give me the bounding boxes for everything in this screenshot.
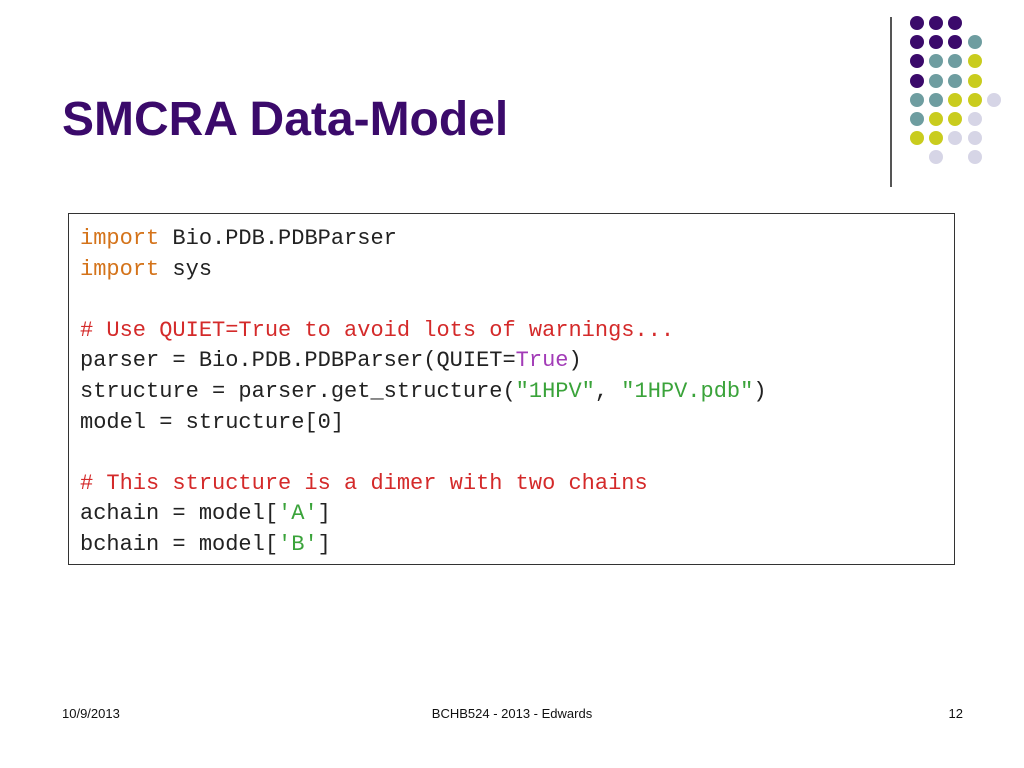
dot-icon (967, 92, 982, 107)
code-line: # Use QUIET=True to avoid lots of warnin… (80, 316, 954, 347)
dot-icon (910, 16, 924, 30)
code-token-keyword: import (80, 256, 160, 282)
code-token-plain: Bio.PDB.PDBParser (159, 226, 397, 251)
code-line: achain = model['A'] (80, 499, 954, 530)
dot-icon (967, 54, 982, 69)
code-token-plain: achain = model[ (80, 501, 279, 527)
dot-icon (929, 54, 944, 69)
code-line: import sys (80, 255, 954, 286)
dot-icon (910, 112, 924, 126)
code-token-plain: sys (159, 256, 213, 282)
dot-icon (929, 112, 944, 126)
dot-icon (929, 131, 944, 146)
code-line: bchain = model['B'] (80, 530, 954, 561)
dot-icon (929, 35, 944, 50)
code-token-plain: structure = parser.get_structure( (80, 378, 516, 404)
dot-icon (948, 131, 963, 146)
dot-icon (967, 73, 982, 88)
footer-course: BCHB524 - 2013 - Edwards (431, 706, 593, 721)
dot-icon (929, 73, 944, 88)
dot-grid-icon (0, 0, 1024, 200)
footer-date: 10/9/2013 (62, 706, 120, 721)
code-line (80, 438, 954, 469)
dot-icon (967, 35, 982, 50)
code-token-keyword: import (80, 226, 160, 251)
code-token-plain: parser = Bio.PDB.PDBParser(QUIET= (80, 348, 516, 374)
code-token-plain: ) (568, 348, 582, 374)
dot-icon (948, 73, 963, 88)
dot-icon (948, 92, 963, 107)
code-token-plain: ] (317, 531, 331, 557)
code-token-plain: model = structure[0] (80, 409, 345, 435)
code-token-plain: bchain = model[ (80, 531, 279, 557)
dot-icon (910, 73, 924, 88)
code-token-plain: ) (753, 378, 767, 404)
code-line: # This structure is a dimer with two cha… (80, 469, 954, 500)
dot-icon (948, 35, 963, 50)
code-line: structure = parser.get_structure("1HPV",… (80, 377, 954, 408)
code-line: parser = Bio.PDB.PDBParser(QUIET=True) (80, 346, 954, 377)
header-divider (890, 17, 892, 187)
dot-icon (986, 92, 1001, 107)
dot-icon (948, 16, 963, 30)
code-token-string: 'B' (278, 531, 318, 557)
dot-icon (948, 112, 963, 126)
code-token-string: "1HPV.pdb" (621, 378, 754, 404)
dot-icon (910, 92, 924, 107)
dot-icon (910, 35, 924, 50)
dot-icon (929, 150, 944, 165)
page-number: 12 (948, 706, 963, 721)
code-line: import Bio.PDB.PDBParser (80, 224, 954, 255)
dot-icon (948, 54, 963, 69)
dot-icon (967, 131, 982, 146)
dot-icon (967, 150, 982, 165)
code-line (80, 285, 954, 316)
dot-icon (910, 54, 924, 69)
code-line: model = structure[0] (80, 408, 954, 439)
code-token-comment: # This structure is a dimer with two cha… (80, 470, 648, 496)
code-token-plain: ] (317, 501, 331, 527)
code-token-string: 'A' (278, 501, 318, 527)
code-token-plain: , (594, 378, 622, 404)
dot-icon (929, 92, 944, 107)
code-token-const: True (515, 348, 569, 374)
slide-title: SMCRA Data-Model (62, 93, 509, 146)
code-token-comment: # Use QUIET=True to avoid lots of warnin… (80, 317, 675, 343)
code-token-string: "1HPV" (515, 378, 595, 404)
dot-icon (967, 112, 982, 126)
dot-icon (910, 131, 924, 146)
dot-icon (929, 16, 944, 30)
